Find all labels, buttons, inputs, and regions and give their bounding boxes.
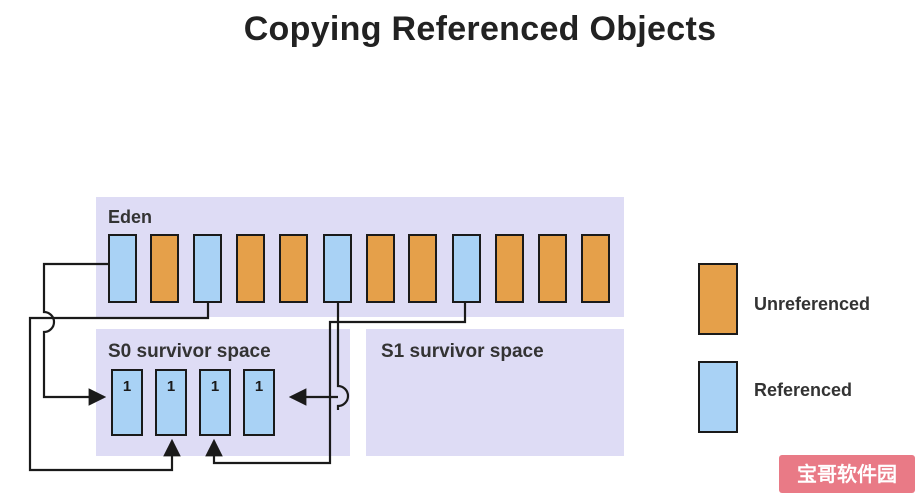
eden-object-unreferenced [538,234,567,303]
s0-object: 1 [199,369,231,436]
eden-object-unreferenced [581,234,610,303]
eden-label: Eden [108,207,153,227]
eden-object-referenced [108,234,137,303]
s0-object: 1 [243,369,275,436]
eden-object-unreferenced [150,234,179,303]
eden-object-unreferenced [366,234,395,303]
s0-object: 1 [155,369,187,436]
eden-object-unreferenced [236,234,265,303]
eden-object-unreferenced [279,234,308,303]
watermark-logo: 宝哥软件园 [779,455,915,493]
eden-object-unreferenced [408,234,437,303]
legend-referenced-label: Referenced [754,380,853,400]
legend-unreferenced-swatch [698,263,738,335]
page-title: Copying Referenced Objects [243,10,717,48]
eden-object-unreferenced [495,234,524,303]
s0-label: S0 survivor space [108,341,271,362]
eden-object-referenced [452,234,481,303]
eden-region [96,197,624,317]
legend-unreferenced-label: Unreferenced [754,294,871,314]
legend-referenced-swatch [698,361,738,433]
eden-object-referenced [323,234,352,303]
s0-object: 1 [111,369,143,436]
s1-label: S1 survivor space [381,341,544,362]
eden-object-referenced [193,234,222,303]
